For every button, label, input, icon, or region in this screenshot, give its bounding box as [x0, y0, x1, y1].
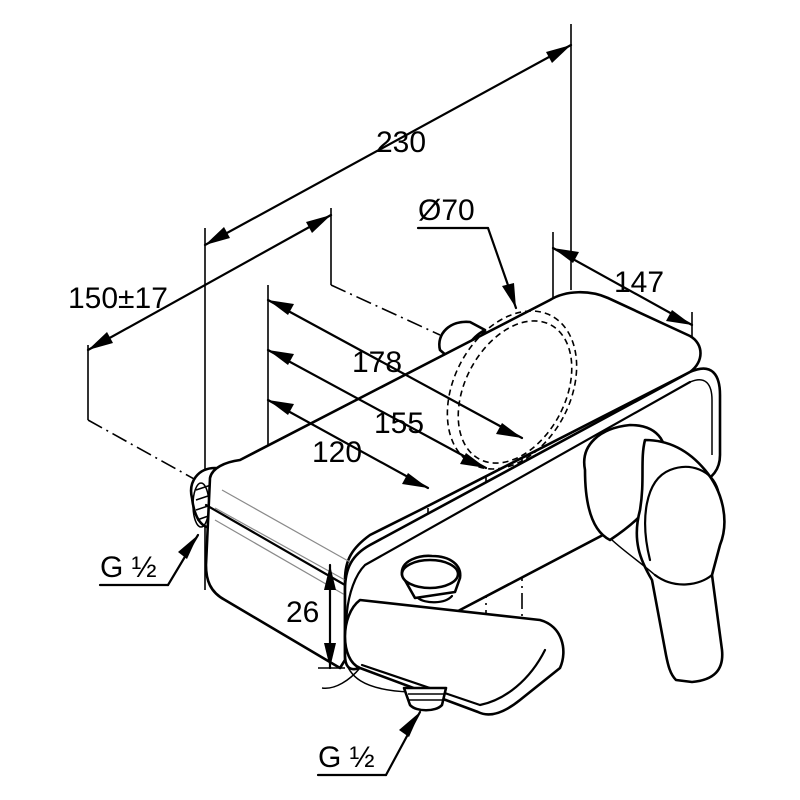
- thread-label-bottom: G ½: [318, 741, 375, 774]
- dim-150-17: 150±17: [68, 282, 168, 315]
- spout: [343, 598, 565, 716]
- dim-178: 178: [352, 346, 402, 379]
- dimension-lines: [86, 43, 694, 777]
- lever: [635, 438, 726, 684]
- dim-155: 155: [374, 407, 424, 440]
- dim-26: 26: [286, 596, 319, 629]
- dim-diameter-70: Ø70: [418, 194, 475, 227]
- dim-230: 230: [376, 126, 426, 159]
- dim-120: 120: [312, 436, 362, 469]
- dim-147: 147: [614, 266, 664, 299]
- thread-label-left: G ½: [100, 551, 157, 584]
- dimension-labels: 230 150±17 147 Ø70 178 155 120 26 G ½ G …: [68, 126, 664, 774]
- bottom-outlet: [402, 686, 448, 712]
